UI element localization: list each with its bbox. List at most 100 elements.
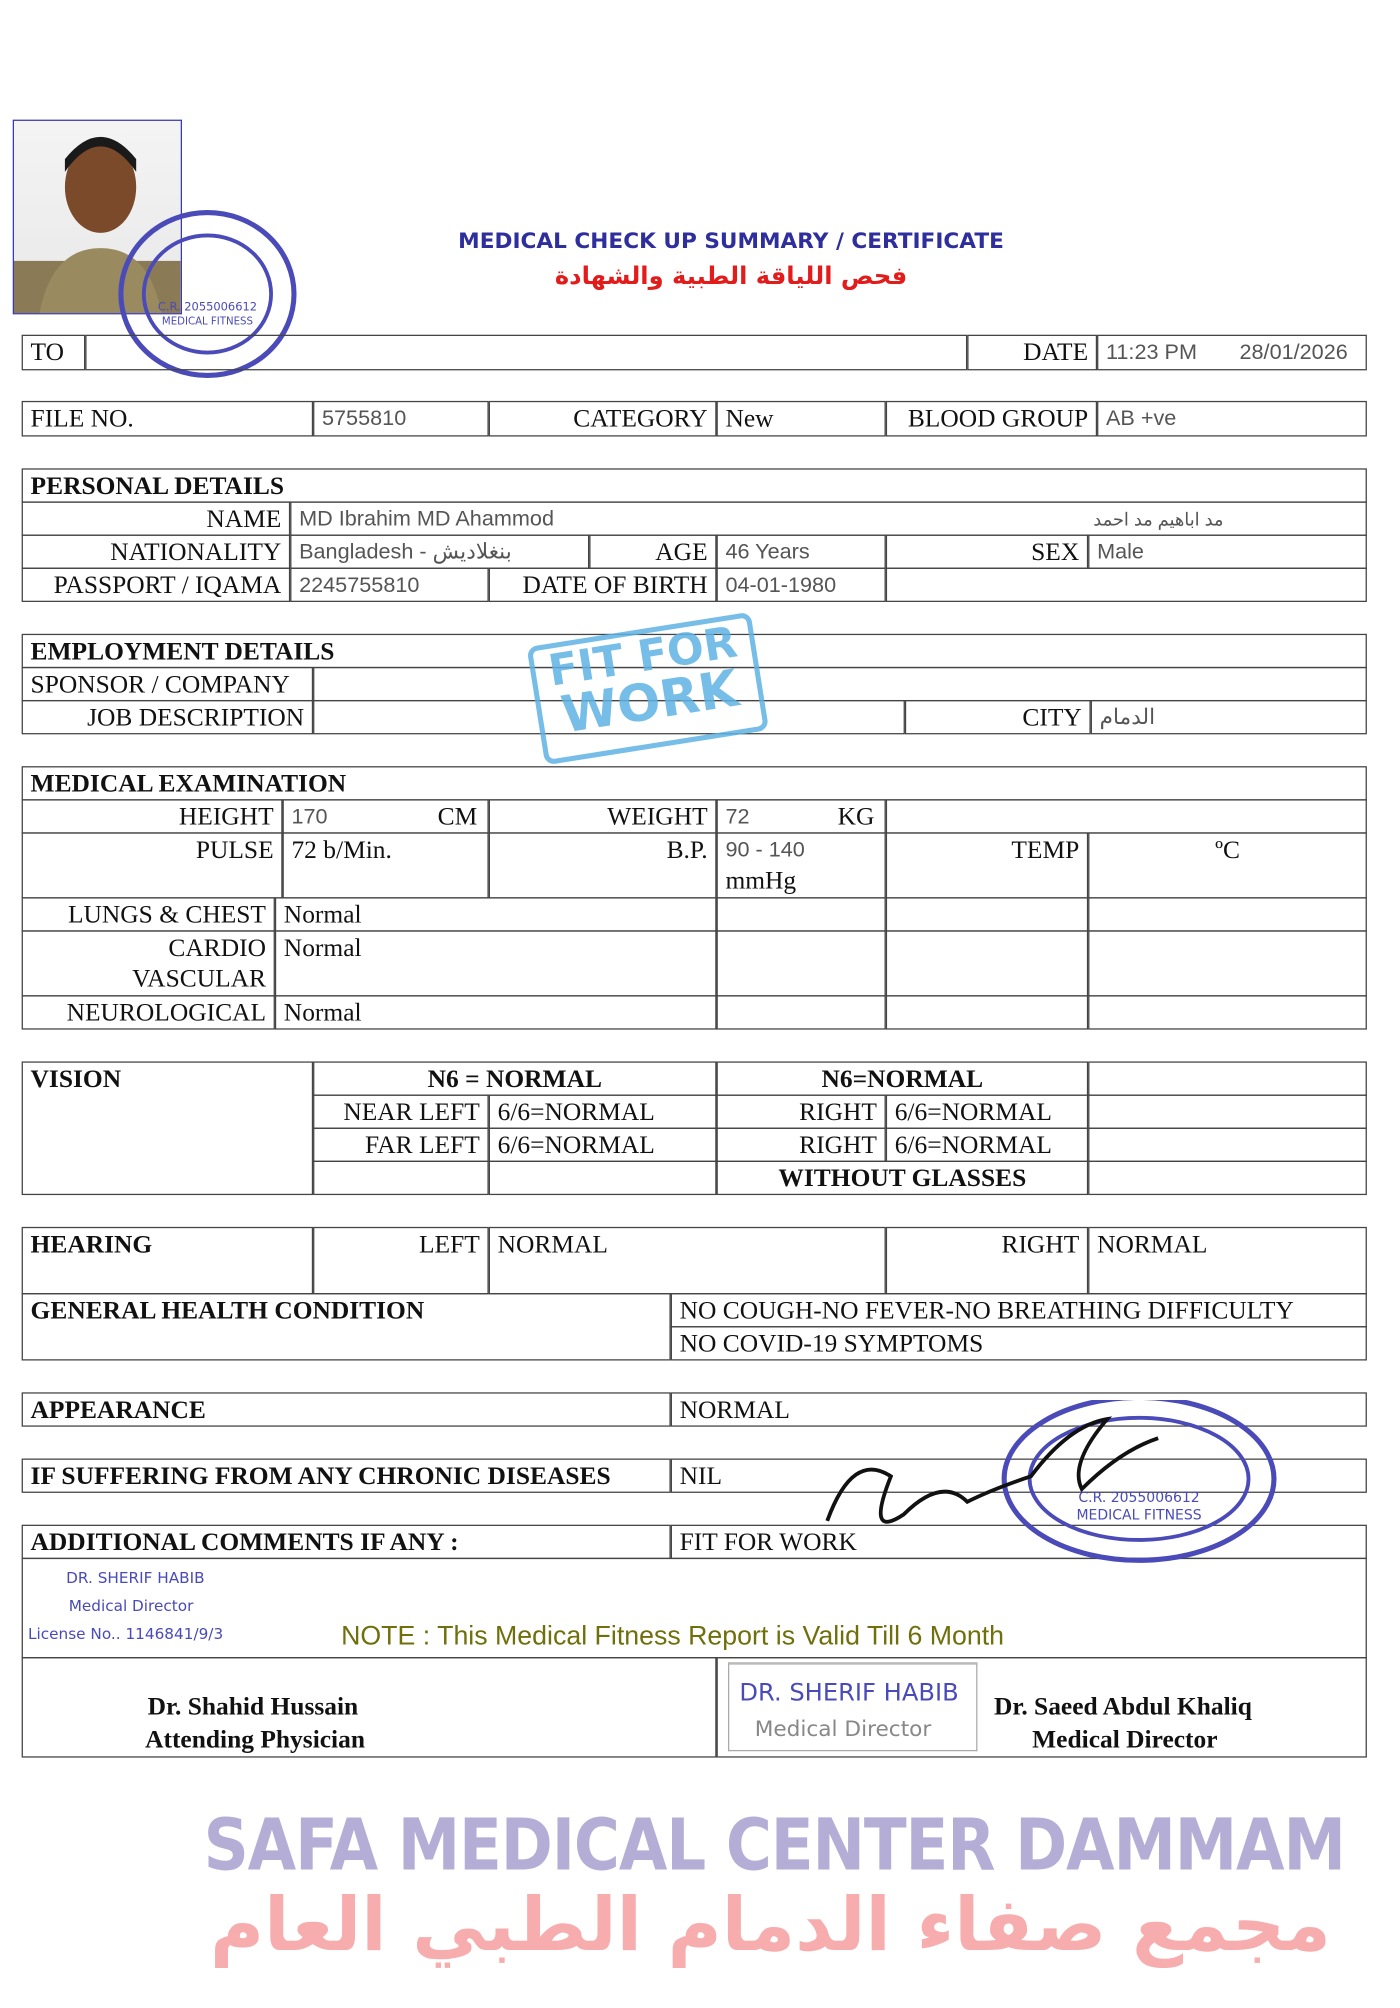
comments-value-text: FIT FOR WORK bbox=[679, 1528, 857, 1557]
hearing-right-label-text: RIGHT bbox=[1001, 1230, 1080, 1259]
pulse-label: PULSE bbox=[21, 832, 283, 899]
table-cell bbox=[1088, 1127, 1367, 1162]
date-value: 11:23 PM 28/01/2026 bbox=[1097, 334, 1367, 371]
table-cell bbox=[716, 897, 886, 932]
personal-heading-text: PERSONAL DETAILS bbox=[30, 472, 284, 501]
lungs-value-text: Normal bbox=[283, 901, 362, 930]
applicant-photo bbox=[12, 119, 182, 315]
weight-label: WEIGHT bbox=[488, 799, 717, 834]
passport-label: PASSPORT / IQAMA bbox=[21, 567, 291, 602]
neuro-value: Normal bbox=[274, 995, 717, 1030]
svg-text:MEDICAL FITNESS: MEDICAL FITNESS bbox=[1077, 1508, 1202, 1524]
far-right-label-text: RIGHT bbox=[799, 1131, 877, 1160]
comments-label: ADDITIONAL COMMENTS IF ANY : bbox=[21, 1524, 671, 1560]
chronic-value-text: NIL bbox=[679, 1462, 723, 1491]
nationality-value: Bangladesh - بنغلاديش bbox=[290, 534, 590, 569]
weight-unit: KG bbox=[837, 803, 875, 832]
lungs-label: LUNGS & CHEST bbox=[21, 897, 275, 932]
nationality-label: NATIONALITY bbox=[21, 534, 291, 569]
comments-label-text: ADDITIONAL COMMENTS IF ANY : bbox=[30, 1528, 459, 1557]
appearance-label-text: APPEARANCE bbox=[30, 1396, 206, 1425]
file-no-label: FILE NO. bbox=[21, 400, 314, 437]
general-line1-text: NO COUGH-NO FEVER-NO BREATHING DIFFICULT… bbox=[679, 1296, 1294, 1325]
name-value: MD Ibrahim MD Ahammod مد اباهيم مد احمد bbox=[290, 501, 1367, 536]
height-value-text: 170 bbox=[291, 804, 328, 829]
physician-box bbox=[21, 1657, 717, 1758]
lungs-label-text: LUNGS & CHEST bbox=[67, 901, 266, 930]
appearance-label: APPEARANCE bbox=[21, 1392, 671, 1427]
city-value-text: الدمام bbox=[1099, 705, 1156, 730]
name-value-text: MD Ibrahim MD Ahammod bbox=[299, 506, 554, 531]
dob-label: DATE OF BIRTH bbox=[488, 567, 717, 602]
city-label-text: CITY bbox=[1022, 703, 1082, 732]
file-no-value: 5755810 bbox=[313, 400, 489, 437]
near-right-label: RIGHT bbox=[716, 1094, 886, 1129]
bp-label: B.P. bbox=[488, 832, 717, 899]
appearance-value-text: NORMAL bbox=[679, 1396, 790, 1425]
near-left-value-text: 6/6=NORMAL bbox=[497, 1098, 655, 1127]
table-cell bbox=[1088, 1061, 1367, 1096]
chronic-label-text: IF SUFFERING FROM ANY CHRONIC DISEASES bbox=[30, 1462, 611, 1491]
svg-text:License No.. 1146841/9/3: License No.. 1146841/9/3 bbox=[28, 1625, 223, 1643]
cardio-label-2: VASCULAR bbox=[132, 964, 266, 993]
hearing-left-label-text: LEFT bbox=[418, 1230, 480, 1259]
passport-value-text: 2245755810 bbox=[299, 572, 420, 597]
far-left-label: FAR LEFT bbox=[313, 1127, 489, 1162]
dob-value: 04-01-1980 bbox=[716, 567, 886, 602]
date-label: DATE bbox=[967, 334, 1098, 371]
weight-value-text: 72 bbox=[725, 804, 750, 829]
director-stamp-box: DR. SHERIF HABIB Medical Director bbox=[727, 1662, 978, 1752]
table-cell bbox=[1088, 1094, 1367, 1129]
sponsor-label-text: SPONSOR / COMPANY bbox=[30, 670, 290, 699]
weight-label-text: WEIGHT bbox=[607, 803, 708, 832]
hearing-heading: HEARING bbox=[21, 1226, 314, 1295]
svg-text:DR. SHERIF HABIB: DR. SHERIF HABIB bbox=[66, 1569, 204, 1587]
nationality-label-text: NATIONALITY bbox=[110, 538, 282, 567]
temp-label: TEMP bbox=[885, 832, 1089, 899]
general-line2-text: NO COVID-19 SYMPTOMS bbox=[679, 1329, 984, 1358]
cardio-label-text: CARDIO bbox=[168, 934, 266, 963]
blood-group-value: AB +ve bbox=[1097, 400, 1367, 437]
svg-text:Medical Director: Medical Director bbox=[69, 1597, 194, 1615]
far-right-label: RIGHT bbox=[716, 1127, 886, 1162]
table-cell bbox=[1088, 995, 1367, 1030]
vision-n6-right-text: N6=NORMAL bbox=[821, 1065, 984, 1094]
blood-group-label-text: BLOOD GROUP bbox=[907, 404, 1089, 433]
sponsor-value bbox=[313, 666, 1367, 702]
document-title-arabic: فحص اللياقة الطبية والشهادة bbox=[554, 262, 908, 291]
far-left-value-text: 6/6=NORMAL bbox=[497, 1131, 655, 1160]
general-heading: GENERAL HEALTH CONDITION bbox=[21, 1293, 671, 1361]
director-box bbox=[716, 1657, 1367, 1758]
physician-name: Dr. Shahid Hussain bbox=[147, 1692, 359, 1721]
hearing-right-value: NORMAL bbox=[1088, 1226, 1367, 1295]
date-text: 28/01/2026 bbox=[1239, 339, 1348, 364]
blood-group-label: BLOOD GROUP bbox=[885, 400, 1098, 437]
round-stamp-icon: C.R. 2055006612 MEDICAL FITNESS bbox=[118, 209, 297, 378]
time-value: 11:23 PM bbox=[1105, 339, 1197, 364]
medical-heading: MEDICAL EXAMINATION bbox=[21, 766, 1367, 801]
without-glasses-text: WITHOUT GLASSES bbox=[778, 1164, 1027, 1193]
height-label: HEIGHT bbox=[21, 799, 283, 834]
vision-heading: VISION bbox=[21, 1061, 314, 1196]
hearing-left-value: NORMAL bbox=[488, 1226, 886, 1295]
sex-value-text: Male bbox=[1097, 539, 1144, 564]
near-left-label-text: NEAR LEFT bbox=[343, 1098, 480, 1127]
name-arabic-value: مد اباهيم مد احمد bbox=[1093, 509, 1224, 530]
document-title: MEDICAL CHECK UP SUMMARY / CERTIFICATE bbox=[458, 229, 1004, 255]
dob-label-text: DATE OF BIRTH bbox=[522, 571, 708, 600]
chronic-label: IF SUFFERING FROM ANY CHRONIC DISEASES bbox=[21, 1458, 671, 1493]
near-right-value-text: 6/6=NORMAL bbox=[894, 1098, 1052, 1127]
neuro-value-text: Normal bbox=[283, 999, 362, 1028]
general-heading-text: GENERAL HEALTH CONDITION bbox=[30, 1296, 425, 1325]
height-label-text: HEIGHT bbox=[178, 803, 274, 832]
vision-n6-right: N6=NORMAL bbox=[716, 1061, 1089, 1096]
near-left-label: NEAR LEFT bbox=[313, 1094, 489, 1129]
cardio-value-text: Normal bbox=[283, 934, 362, 963]
sex-value: Male bbox=[1088, 534, 1367, 569]
cardio-value: Normal bbox=[274, 930, 717, 997]
job-value bbox=[313, 699, 905, 735]
near-right-label-text: RIGHT bbox=[799, 1098, 877, 1127]
svg-text:C.R. 2055006612: C.R. 2055006612 bbox=[158, 300, 257, 314]
